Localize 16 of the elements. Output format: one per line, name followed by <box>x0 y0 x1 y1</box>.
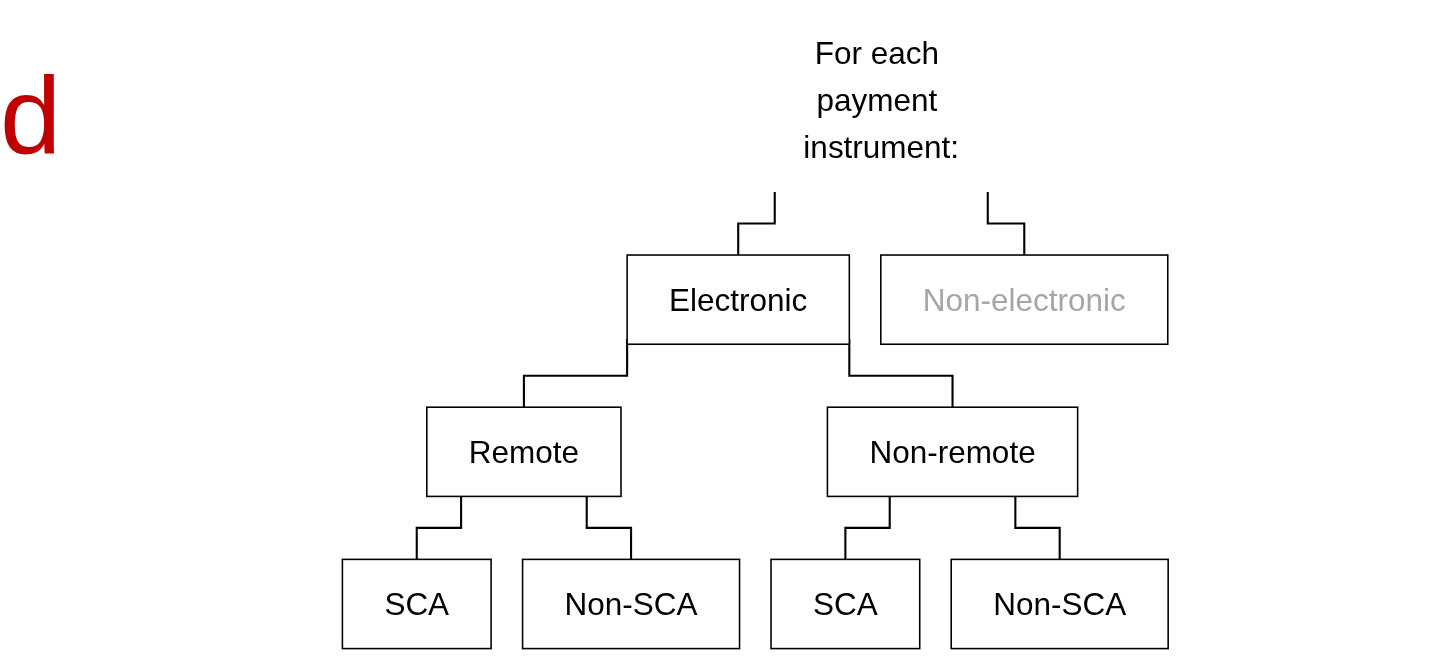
connector <box>844 496 891 561</box>
connector <box>1014 496 1061 561</box>
title-fragment: d <box>0 60 62 170</box>
connector <box>415 496 462 561</box>
node-box: SCA <box>341 558 492 650</box>
node-text: For each payment instrument: <box>803 35 959 165</box>
node-box: Non-SCA <box>950 558 1169 650</box>
node-box: Remote <box>425 406 622 498</box>
connector <box>736 192 776 257</box>
connector <box>585 496 632 561</box>
connector <box>986 192 1026 257</box>
node-box: SCA <box>769 558 921 650</box>
node-box: Non-electronic <box>879 254 1169 345</box>
node-box: Non-remote <box>826 406 1079 498</box>
node-box: Electronic <box>626 254 850 345</box>
node-box: Non-SCA <box>521 558 741 650</box>
